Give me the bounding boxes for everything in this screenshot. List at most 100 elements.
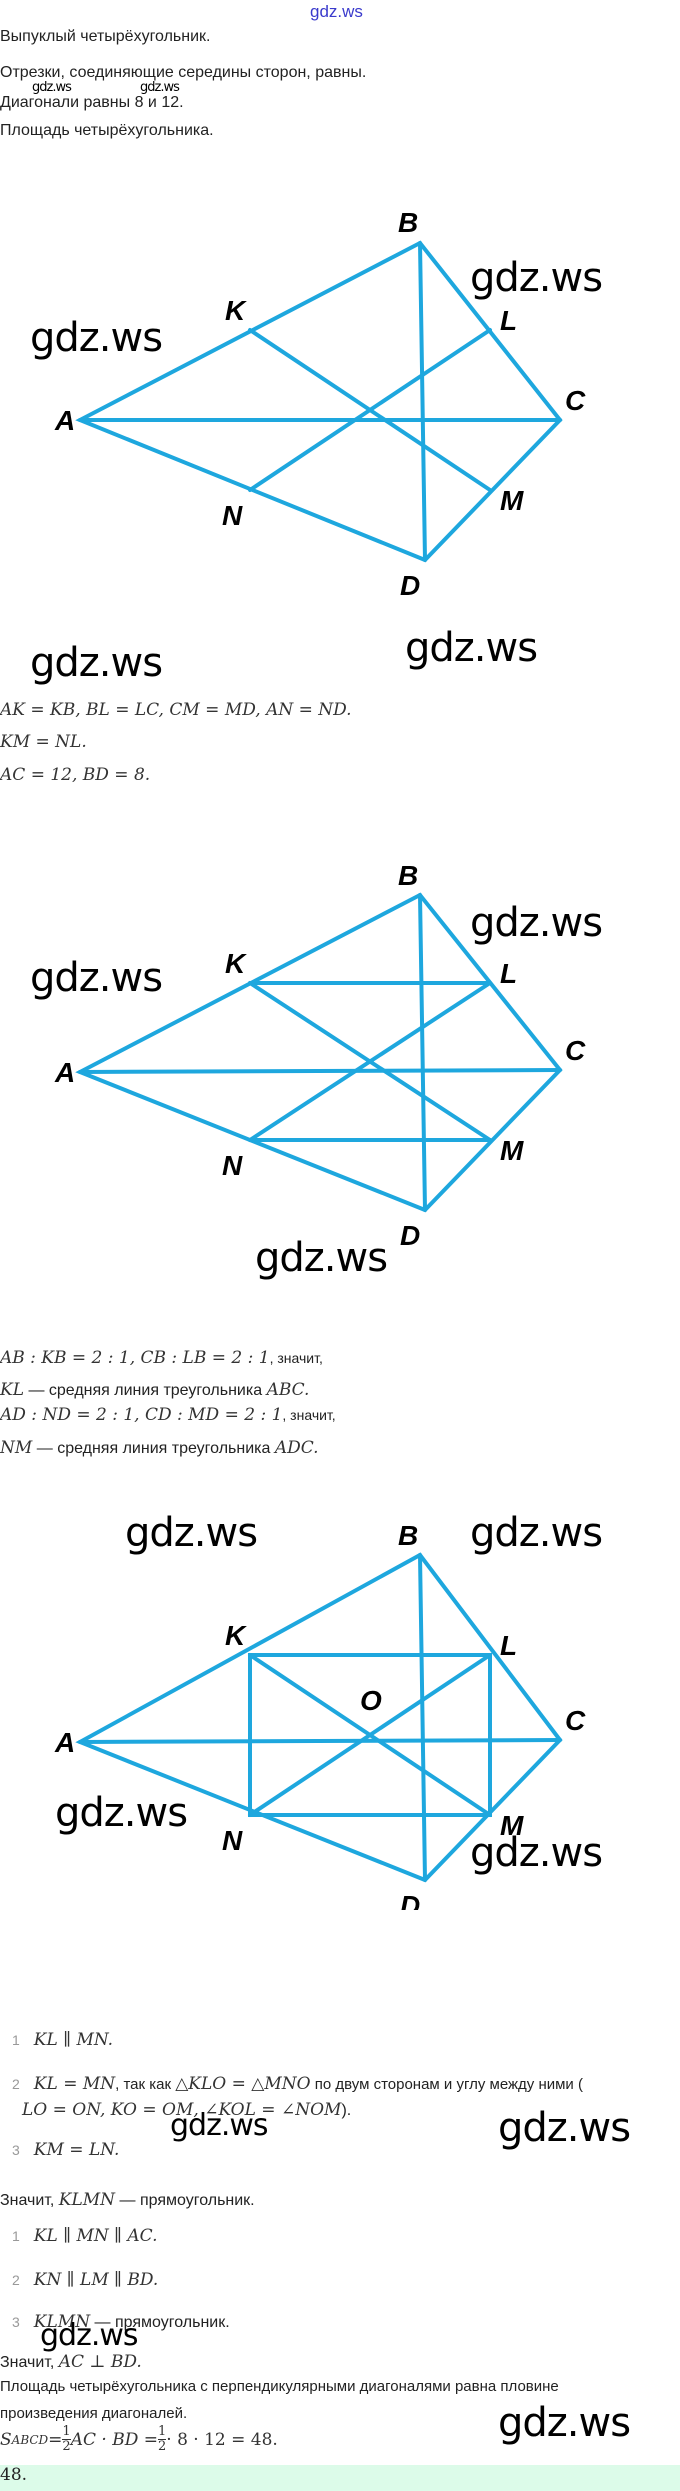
reasoning-line: AB : KB = 2 : 1, CB : LB = 2 : 1, значит… (0, 1348, 323, 1368)
watermark: gdz.ws (470, 255, 603, 301)
list-item: 3 KM = LN. (12, 2140, 119, 2160)
label-b: B (398, 207, 418, 238)
watermark: gdz.ws (30, 955, 163, 1001)
math: AC · BD = (70, 2429, 158, 2450)
watermark: gdz.ws (55, 1790, 188, 1836)
math: ADC. (274, 1438, 319, 1458)
label-n: N (222, 1825, 243, 1856)
label-d: D (400, 570, 420, 601)
watermark: gdz.ws (170, 2108, 269, 2143)
math: LO = ON, KO = OM, ∠KOL = ∠NOM (22, 2100, 342, 2120)
math: AC ⊥ BD. (58, 2352, 142, 2372)
watermark: gdz.ws (470, 900, 603, 946)
label-a: A (54, 1727, 75, 1758)
text: Значит, (0, 2192, 59, 2209)
label-c: C (565, 385, 586, 416)
label-m: M (500, 1135, 524, 1166)
figure-3-quadrilateral: B K L A C N M O D (54, 1520, 586, 1910)
reasoning-line: AD : ND = 2 : 1, CD : MD = 2 : 1, значит… (0, 1405, 336, 1425)
math: = (48, 2429, 63, 2450)
math: KN ∥ LM ∥ BD. (33, 2270, 159, 2290)
label-k: K (225, 295, 247, 326)
text: — средняя линия треугольника (32, 1440, 275, 1457)
watermark: gdz.ws (40, 2318, 139, 2353)
text: Значит, (0, 2354, 59, 2371)
numerator: 1 (157, 2424, 167, 2440)
label-l: L (500, 1630, 517, 1661)
watermark: gdz.ws (140, 80, 180, 95)
watermark: gdz.ws (470, 1830, 603, 1876)
item-number: 3 (12, 2314, 20, 2330)
math: KL (0, 1380, 24, 1400)
watermark: gdz.ws (498, 2400, 631, 2446)
watermark: gdz.ws (405, 625, 538, 671)
conclusion: Значит, KLMN — прямоугольник. (0, 2190, 255, 2210)
denominator: 2 (157, 2439, 167, 2454)
denominator: 2 (62, 2439, 71, 2454)
label-d: D (400, 1890, 420, 1910)
item-number: 1 (12, 2228, 20, 2244)
given-line: Площадь четырёхугольника. (0, 122, 214, 139)
given-line: Диагонали равны 8 и 12. (0, 94, 184, 111)
answer-box: 48. (0, 2465, 680, 2491)
label-m: M (500, 485, 524, 516)
watermark: gdz.ws (30, 640, 163, 686)
given-line: Отрезки, соединяющие середины сторон, ра… (0, 64, 367, 81)
item-number: 3 (12, 2142, 20, 2158)
area-text: произведения диагоналей. (0, 2405, 188, 2422)
math: KL ∥ MN. (33, 2030, 114, 2050)
text: , так как (115, 2076, 176, 2093)
label-a: A (54, 1057, 75, 1088)
label-k: K (225, 948, 247, 979)
label-a: A (54, 405, 75, 436)
label-m: M (500, 1810, 524, 1841)
text: , значит, (282, 1407, 336, 1423)
equation: KM = NL. (0, 732, 87, 752)
equation: AC = 12, BD = 8. (0, 765, 151, 785)
label-b: B (398, 1520, 418, 1551)
math: KL = MN (33, 2074, 116, 2094)
answer-value: 48. (0, 2465, 28, 2485)
watermark: gdz.ws (470, 1510, 603, 1556)
item-number: 2 (12, 2076, 20, 2092)
watermark: gdz.ws (255, 1235, 388, 1281)
label-c: C (565, 1035, 586, 1066)
text: — прямоугольник. (90, 2314, 230, 2331)
numerator: 1 (62, 2424, 71, 2440)
conclusion: Значит, AC ⊥ BD. (0, 2352, 142, 2372)
figure-1-quadrilateral: B K L A C N M D (54, 207, 586, 601)
label-n: N (222, 500, 243, 531)
list-item: 1 KL ∥ MN. (12, 2030, 113, 2050)
math: AB : KB = 2 : 1, CB : LB = 2 : 1 (0, 1348, 270, 1368)
text: — средняя линия треугольника (24, 1382, 267, 1399)
text: ). (341, 2102, 352, 2119)
math: KM = LN. (33, 2140, 120, 2160)
watermark: gdz.ws (32, 80, 72, 95)
watermark: gdz.ws (30, 315, 163, 361)
reasoning-line: KL — средняя линия треугольника ABC. (0, 1380, 309, 1400)
label-o: O (360, 1685, 382, 1716)
math: ABCD (11, 2432, 49, 2447)
math: ABC. (266, 1380, 310, 1400)
math: KLMN (33, 2312, 91, 2332)
site-logo[interactable]: gdz.ws (310, 2, 363, 21)
label-l: L (500, 305, 517, 336)
math: AD : ND = 2 : 1, CD : MD = 2 : 1 (0, 1405, 283, 1425)
item-number: 1 (12, 2032, 20, 2048)
watermark: gdz.ws (125, 1510, 258, 1556)
label-b: B (398, 860, 418, 891)
label-n: N (222, 1150, 243, 1181)
label-k: K (225, 1620, 247, 1651)
list-item-continuation: LO = ON, KO = OM, ∠KOL = ∠NOM). (22, 2100, 351, 2120)
equation: AK = KB, BL = LC, CM = MD, AN = ND. (0, 700, 352, 720)
math: KLMN (58, 2190, 116, 2210)
area-text: Площадь четырёхугольника с перпендикуляр… (0, 2378, 559, 2395)
list-item: 3 KLMN — прямоугольник. (12, 2312, 230, 2332)
given-line: Выпуклый четырёхугольник. (0, 28, 211, 45)
label-c: C (565, 1705, 586, 1736)
